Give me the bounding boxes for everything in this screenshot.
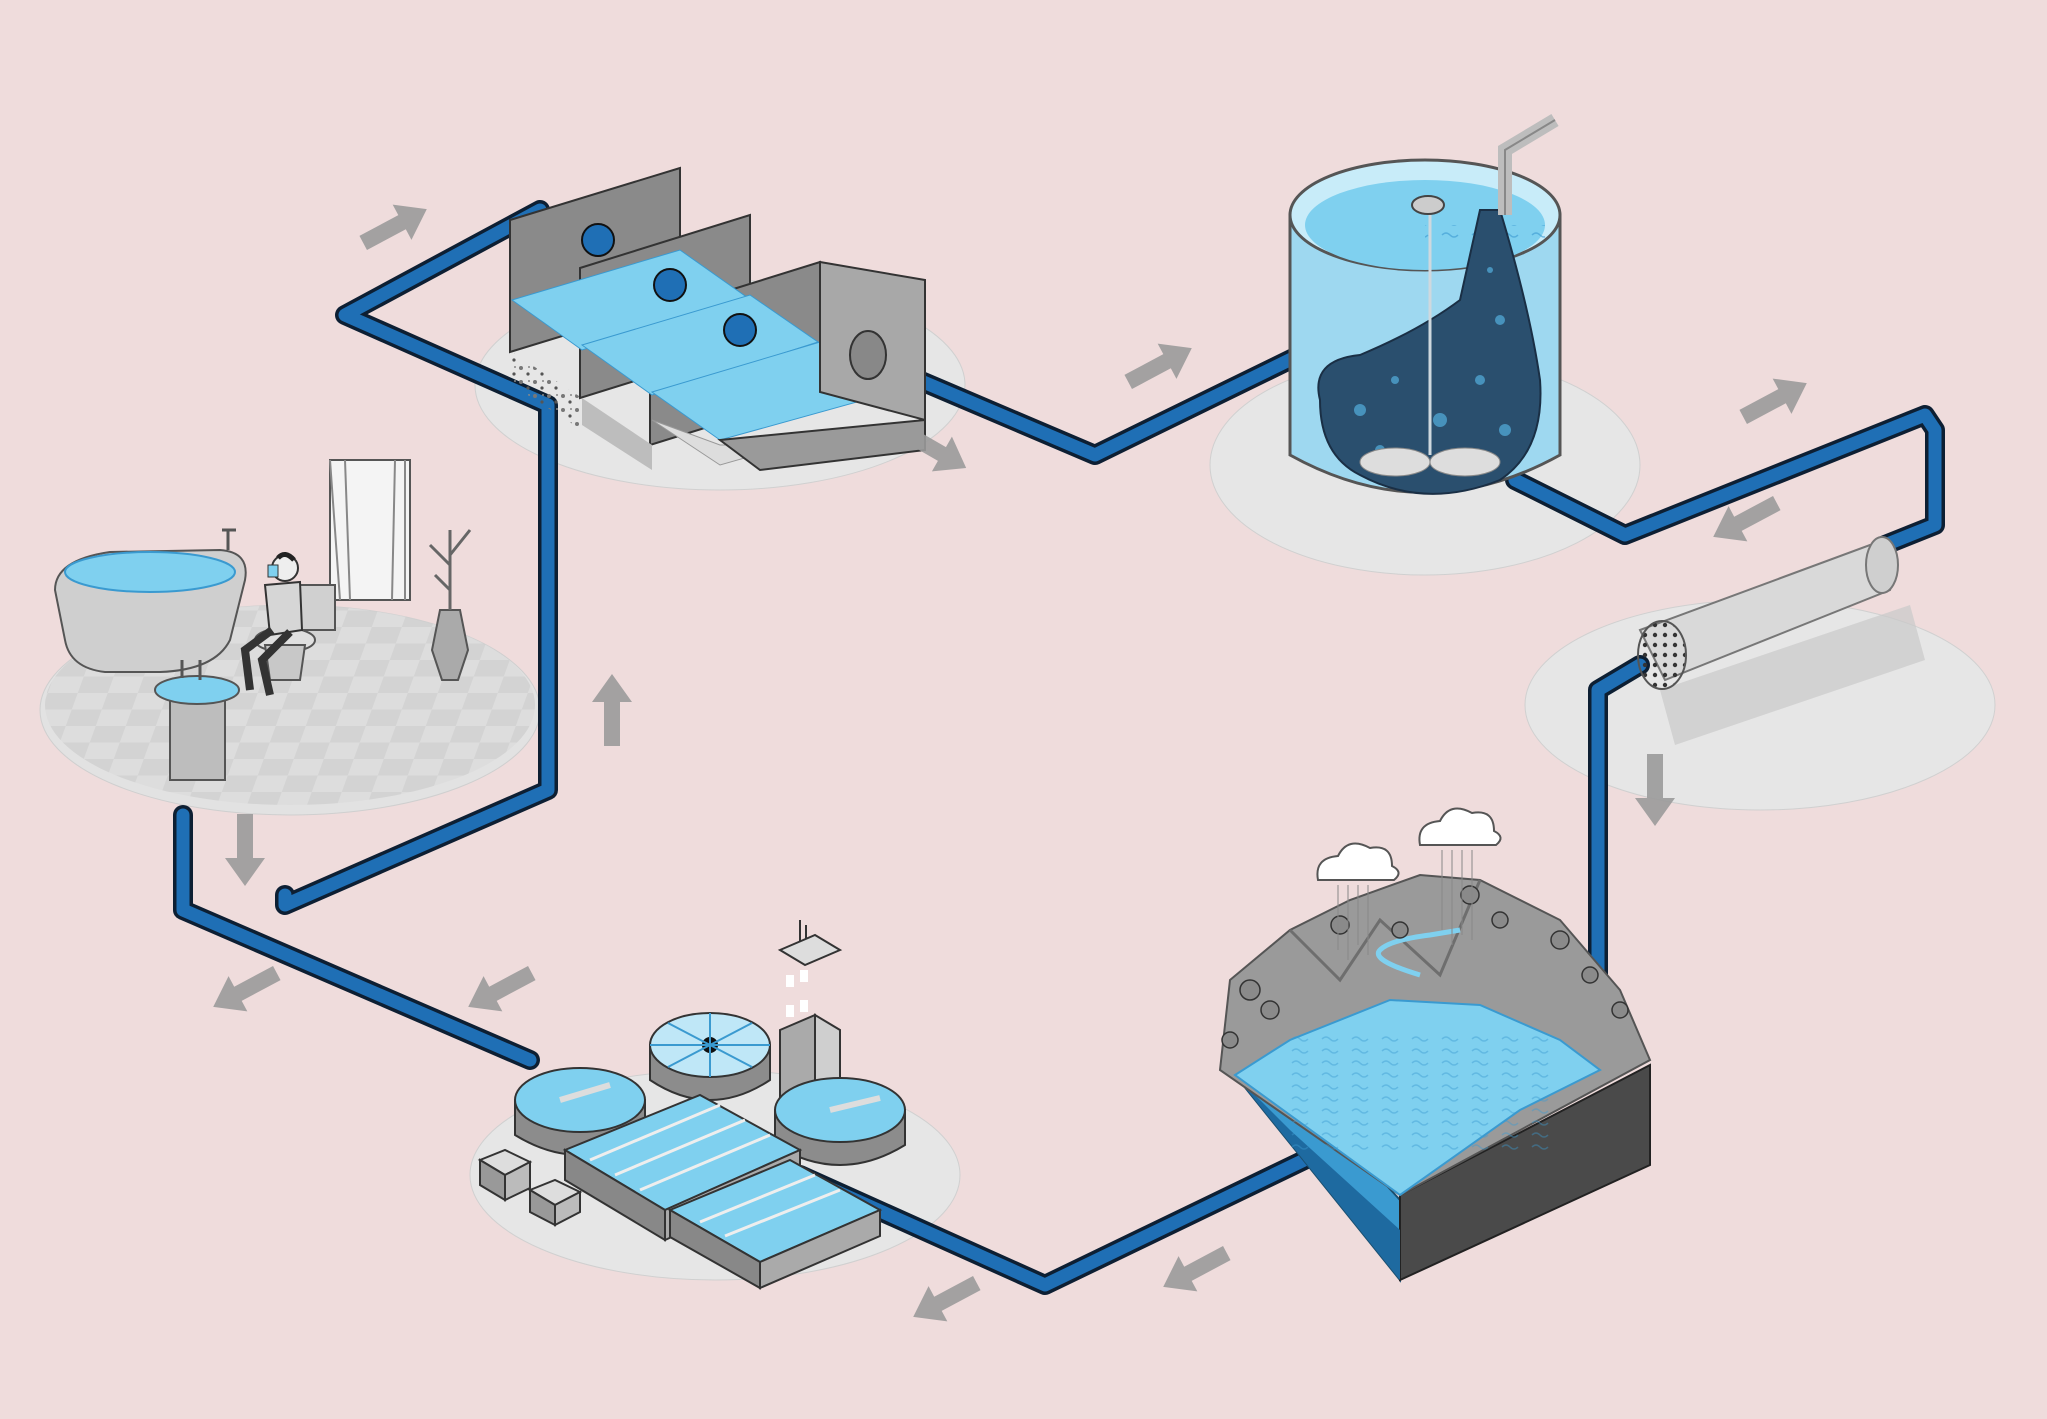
arrow-left-icon	[1713, 496, 1781, 542]
arrow-right-icon	[899, 425, 967, 472]
arrow-left-icon	[913, 1276, 981, 1322]
clarifier-tank	[649, 1012, 771, 1101]
pipe-network	[173, 200, 1945, 1295]
settling-tanks-icon	[509, 166, 926, 472]
arrow-left-icon	[1163, 1246, 1231, 1292]
flow-arrows	[213, 204, 1807, 1322]
arrow-right-icon	[1739, 378, 1807, 424]
primary-treatment	[509, 166, 926, 472]
arrow-down-icon	[225, 814, 265, 886]
arrow-down-icon	[1635, 754, 1675, 826]
clarifier-tank	[774, 1077, 906, 1166]
natural-water-body	[1218, 807, 1652, 1283]
filter-cylinder-icon	[1637, 536, 1925, 745]
water-treatment-plant-icon	[477, 920, 906, 1290]
arrow-right-icon	[359, 204, 427, 250]
aeration-tank-icon	[1288, 113, 1562, 495]
drinking-water-treatment	[477, 920, 906, 1290]
bathroom-icon	[53, 459, 472, 781]
arrow-up-icon	[592, 674, 632, 746]
household-use	[53, 459, 472, 781]
cloud-icons	[1316, 807, 1502, 960]
membrane-filtration	[1637, 536, 1925, 745]
biological-treatment	[1288, 113, 1562, 495]
filter-bed	[667, 1158, 883, 1290]
arrow-left-icon	[213, 966, 281, 1012]
arrow-right-icon	[1124, 343, 1192, 389]
pump-icon	[581, 223, 757, 347]
mountain-lake-icon	[1218, 807, 1652, 1283]
arrow-left-icon	[468, 966, 536, 1012]
person-icon	[240, 552, 304, 696]
tree-icons	[1221, 885, 1629, 1049]
